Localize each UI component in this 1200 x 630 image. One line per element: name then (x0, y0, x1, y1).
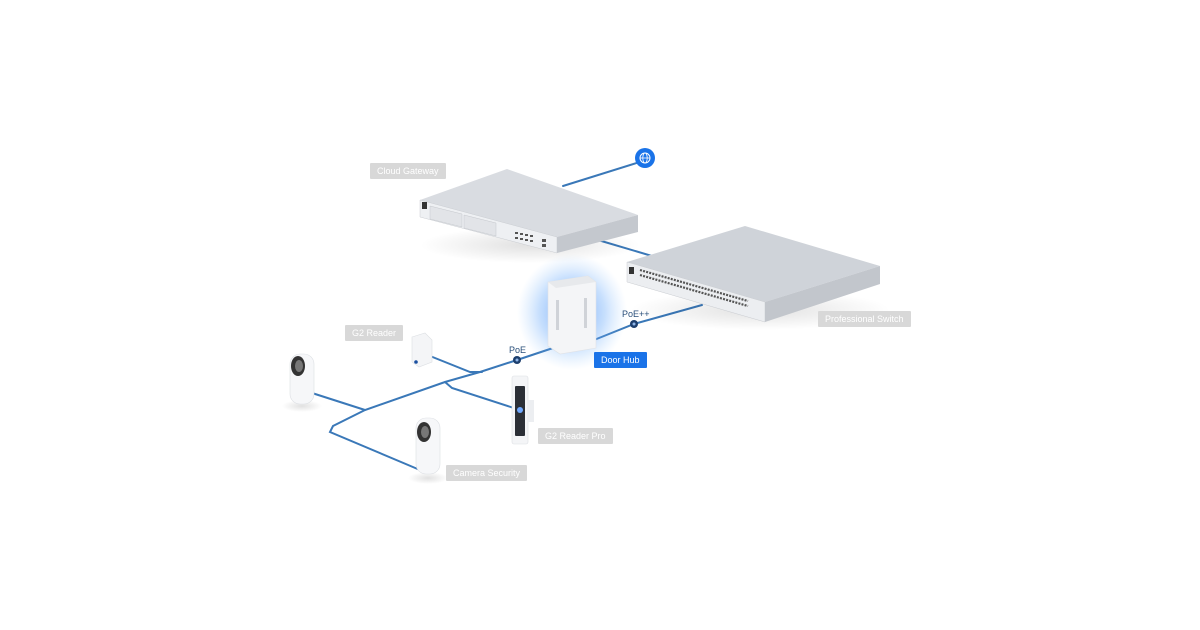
cable-camera-1 (311, 392, 366, 411)
g2-reader-device (411, 332, 433, 368)
door-hub-device (517, 254, 627, 370)
globe-icon (635, 148, 655, 168)
cable-doorhub-trunk (328, 346, 557, 471)
label-poe-plus: PoE++ (622, 309, 650, 319)
label-camera-security: Camera Security (446, 465, 528, 481)
label-poe: PoE (509, 345, 527, 355)
camera-device-2 (408, 417, 448, 484)
label-door-hub: Door Hub (594, 352, 647, 368)
cable-g2-reader-pro (444, 381, 521, 411)
poe-marker (513, 356, 521, 364)
switch-ports (639, 268, 749, 308)
poe-plus-marker (630, 320, 638, 328)
label-g2-reader-pro: G2 Reader Pro (538, 428, 613, 444)
label-cloud-gateway: Cloud Gateway (370, 163, 446, 179)
label-professional-switch: Professional Switch (818, 311, 911, 327)
cable-internet (562, 160, 644, 187)
label-g2-reader: G2 Reader (345, 325, 404, 341)
cable-g2-reader (429, 355, 483, 373)
g2-reader-pro-device (511, 375, 534, 445)
cloud-gateway-device (419, 169, 640, 263)
camera-device-1 (282, 353, 322, 412)
